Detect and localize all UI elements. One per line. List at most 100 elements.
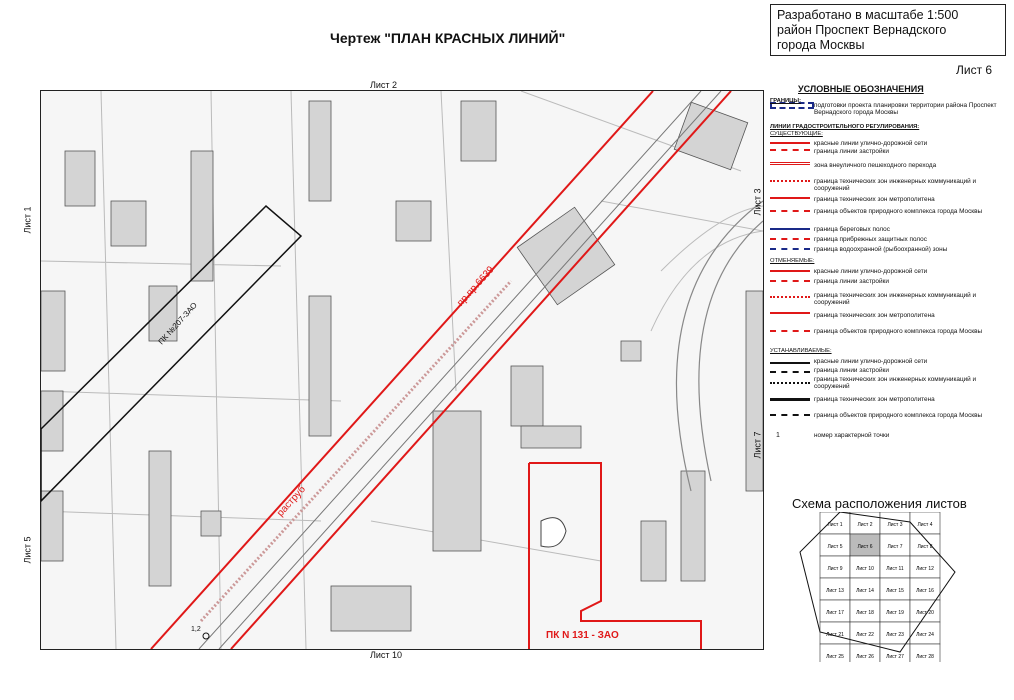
legend-item: красные линии улично-дорожной сети xyxy=(814,140,928,147)
scheme-sheet-label: Лист 23 xyxy=(886,632,904,638)
scheme-sheet-label: Лист 5 xyxy=(827,544,842,550)
scheme-sheet-label: Лист 9 xyxy=(827,566,842,572)
legend-swatch-cancelled xyxy=(770,296,810,305)
legend-swatch xyxy=(770,162,810,172)
scheme-sheet-label: Лист 14 xyxy=(856,588,874,594)
legend-swatch xyxy=(770,149,810,158)
scheme-sheet-label: Лист 24 xyxy=(916,632,934,638)
scheme-sheet-label: Лист 22 xyxy=(856,632,874,638)
scheme-sheet-cell[interactable]: Лист 24 xyxy=(909,621,941,645)
scheme-sheet-cell[interactable]: Лист 26 xyxy=(849,643,881,662)
stamp-line-1: Разработано в масштабе 1:500 xyxy=(777,8,959,22)
pk-207-zone xyxy=(41,204,303,503)
legend-item: граница объектов природного комплекса го… xyxy=(814,208,983,215)
legend-section-existing: СУЩЕСТВУЮЩИЕ: xyxy=(770,131,823,137)
scheme-sheet-cell[interactable]: Лист 25 xyxy=(819,643,851,662)
scheme-sheet-label: Лист 7 xyxy=(887,544,902,550)
legend-item: граница технических зон инженерных комму… xyxy=(814,292,977,307)
scheme-sheet-cell[interactable]: Лист 27 xyxy=(879,643,911,662)
legend-swatch-established xyxy=(770,398,810,408)
scheme-sheet-label: Лист 15 xyxy=(886,588,904,594)
legend-item: граница прибрежных защитных полос xyxy=(814,236,927,243)
map-frame[interactable]: пр.пр.6639 раструб ПК №207-ЗАО ПК N 131 … xyxy=(40,90,764,650)
buildings xyxy=(41,100,763,632)
scheme-sheet-label: Лист 4 xyxy=(917,522,932,528)
legend-item: граница объектов природного комплекса го… xyxy=(814,328,983,335)
neighbor-left-top[interactable]: Лист 1 xyxy=(22,206,33,234)
neighbor-top[interactable]: Лист 2 xyxy=(370,80,398,90)
legend-swatch-established xyxy=(770,382,810,391)
neighbor-right-top[interactable]: Лист 3 xyxy=(752,188,763,216)
legend-item: граница линии застройки xyxy=(814,148,889,155)
neighbor-left-bottom[interactable]: Лист 5 xyxy=(22,536,33,564)
legend-item: номер характерной точки xyxy=(814,432,890,439)
road-corridor xyxy=(150,91,732,649)
legend-item: граница линии застройки xyxy=(814,367,889,374)
legend-item: граница технических зон метрополитена xyxy=(814,196,935,203)
scheme-sheet-cell[interactable]: Лист 8 xyxy=(909,533,941,557)
ring-road-inner xyxy=(698,220,763,482)
scheme-sheet-cell[interactable]: Лист 19 xyxy=(879,599,911,623)
district-boundary xyxy=(799,512,956,653)
legend-item: граница технических зон инженерных комму… xyxy=(814,178,977,193)
point-marker xyxy=(202,632,210,640)
legend-swatch xyxy=(770,248,810,257)
scheme-sheet-cell[interactable]: Лист 11 xyxy=(879,555,911,579)
legend-swatch-established xyxy=(770,362,810,371)
scheme-sheet-label: Лист 16 xyxy=(916,588,934,594)
scheme-sheet-label: Лист 10 xyxy=(856,566,874,572)
legend-section-borders: ГРАНИЦЫ: xyxy=(770,98,802,104)
scheme-sheet-cell[interactable]: Лист 10 xyxy=(849,555,881,579)
stamp-line-2: район Проспект Вернадского xyxy=(777,23,947,37)
scheme-sheet-cell[interactable]: Лист 4 xyxy=(909,512,941,535)
ring-road xyxy=(675,200,763,492)
scheme-sheet-cell[interactable]: Лист 15 xyxy=(879,577,911,601)
legend-swatch-cancelled xyxy=(770,280,810,289)
scheme-sheet-cell[interactable]: Лист 7 xyxy=(879,533,911,557)
scheme-sheet-cell[interactable]: Лист 5 xyxy=(819,533,851,557)
legend-swatch-established xyxy=(770,414,810,423)
scheme-sheet-label: Лист 8 xyxy=(917,544,932,550)
scheme-sheet-cell[interactable]: Лист 20 xyxy=(909,599,941,623)
scheme-sheet-cell[interactable]: Лист 6 xyxy=(849,533,881,557)
sheet-number: Лист 6 xyxy=(956,63,993,77)
legend-swatch-cancelled xyxy=(770,312,810,321)
legend-swatch xyxy=(770,210,810,219)
legend-swatch-border xyxy=(770,102,814,109)
legend-swatch xyxy=(770,180,810,189)
legend-swatch xyxy=(770,238,810,247)
label-point: 1,2 xyxy=(191,626,201,633)
scale-stamp: Разработано в масштабе 1:500 район Просп… xyxy=(770,4,1006,56)
scheme-sheet-label: Лист 17 xyxy=(826,610,844,616)
scheme-sheet-cell[interactable]: Лист 13 xyxy=(819,577,851,601)
neighbor-right-bottom[interactable]: Лист 7 xyxy=(752,431,763,459)
legend-swatch xyxy=(770,142,810,151)
legend-item: граница технических зон метрополитена xyxy=(814,396,935,403)
scheme-sheet-cell[interactable]: Лист 28 xyxy=(909,643,941,662)
scheme-sheet-label: Лист 2 xyxy=(857,522,872,528)
legend-item: граница береговых полос xyxy=(814,226,890,233)
scheme-sheet-cell[interactable]: Лист 9 xyxy=(819,555,851,579)
scheme-sheet-cell[interactable]: Лист 23 xyxy=(879,621,911,645)
scheme-sheet-label: Лист 21 xyxy=(826,632,844,638)
street-network xyxy=(41,91,763,649)
scheme-sheet-label: Лист 13 xyxy=(826,588,844,594)
scheme-sheet-label: Лист 19 xyxy=(886,610,904,616)
scheme-sheet-cell[interactable]: Лист 18 xyxy=(849,599,881,623)
scheme-sheet-cell[interactable]: Лист 3 xyxy=(879,512,911,535)
scheme-sheet-cell[interactable]: Лист 17 xyxy=(819,599,851,623)
legend-section-established: УСТАНАВЛИВАЕМЫЕ: xyxy=(770,348,832,354)
legend-section-cancelled: ОТМЕНЯЕМЫЕ: xyxy=(770,258,815,264)
scheme-sheet-cell[interactable]: Лист 1 xyxy=(819,512,851,535)
pk-131-zone xyxy=(528,462,702,649)
legend-item: красные линии улично-дорожной сети xyxy=(814,268,928,275)
legend-swatch-cancelled xyxy=(770,330,810,339)
scheme-sheet-cell[interactable]: Лист 14 xyxy=(849,577,881,601)
scheme-sheet-cell[interactable]: Лист 12 xyxy=(909,555,941,579)
scheme-sheet-label: Лист 6 xyxy=(857,544,872,550)
neighbor-bottom[interactable]: Лист 10 xyxy=(370,650,403,660)
legend-swatch-cancelled xyxy=(770,270,810,279)
scheme-sheet-cell[interactable]: Лист 16 xyxy=(909,577,941,601)
scheme-title: Схема расположения листов xyxy=(792,496,967,511)
legend-swatch xyxy=(770,197,810,206)
